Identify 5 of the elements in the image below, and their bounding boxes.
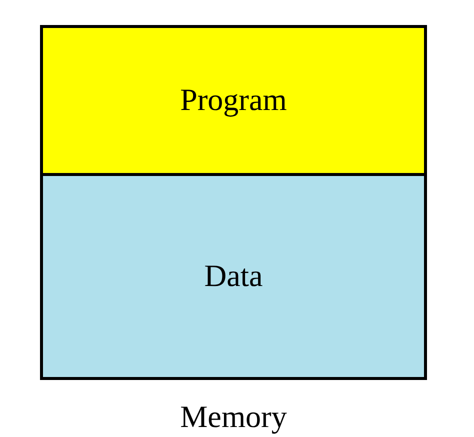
data-section <box>43 176 424 377</box>
memory-label: Memory <box>180 400 287 434</box>
program-section <box>43 28 424 176</box>
section-label: Data <box>204 259 263 294</box>
section-label: Program <box>180 83 287 118</box>
